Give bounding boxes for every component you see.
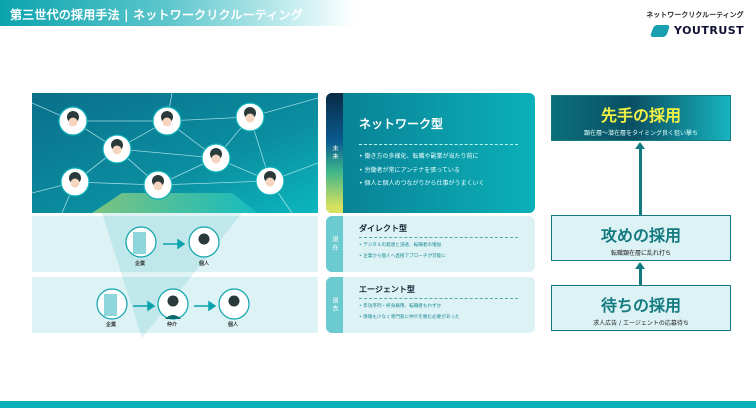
bullet: 年功序列・終身雇用、転職者もわずか bbox=[359, 302, 460, 313]
page-title: 第三世代の採用手法 | ネットワークリクルーティング bbox=[10, 8, 303, 22]
stage-aggressive: 攻めの採用転職顕在層に乱れ打ち bbox=[551, 215, 731, 261]
stage-sub: 転職顕在層に乱れ打ち bbox=[610, 250, 671, 257]
direct-row bbox=[32, 216, 318, 272]
era-label: 現在 bbox=[331, 236, 338, 252]
era-card-past: 過去 エージェント型 年功序列・終身雇用、転職者もわずか情報も少なく専門家に仲介… bbox=[326, 277, 535, 333]
bullet: 企業から個人へ直接アプローチが可能に bbox=[359, 252, 446, 263]
era-card-present: 現在 ダイレクト型 デジタルの発達と浸透、転職者の増加企業から個人へ直接アプロー… bbox=[326, 216, 535, 272]
era-title: エージェント型 bbox=[359, 285, 415, 294]
arrow-up-icon bbox=[635, 262, 645, 285]
label-individual: 個人 bbox=[228, 322, 239, 328]
bullet: デジタルの発達と浸透、転職者の増加 bbox=[359, 241, 446, 252]
era-title: ネットワーク型 bbox=[359, 117, 444, 131]
stage-title: 攻めの採用 bbox=[600, 226, 681, 245]
label-company: 企業 bbox=[106, 322, 117, 328]
stage-title: 待ちの採用 bbox=[600, 296, 681, 315]
stage-sub: 求人広告 / エージェントの応募待ち bbox=[593, 320, 689, 327]
logo-tagline: ネットワークリクルーティング bbox=[646, 11, 744, 19]
label-company: 企業 bbox=[135, 261, 146, 267]
label-agent: 仲介 bbox=[167, 322, 178, 328]
arrow-up-icon bbox=[635, 142, 645, 215]
era-title: ダイレクト型 bbox=[359, 224, 407, 233]
era-card-future: 未来 ネットワーク型 働き方の多様化、転職や副業が当たり前に労働者が常にアンテナ… bbox=[326, 93, 535, 213]
logo: ネットワークリクルーティング YOUTRUST bbox=[642, 10, 748, 37]
bullet: 情報も少なく専門家に仲介を頼む必要があった bbox=[359, 313, 459, 324]
header-bar: 第三世代の採用手法 | ネットワークリクルーティング bbox=[0, 0, 756, 26]
era-label: 過去 bbox=[331, 297, 338, 313]
bullet: 働き方の多様化、転職や副業が当たり前に bbox=[359, 150, 484, 164]
bullet: 個人と個人のつながりから仕事がうまくいく bbox=[359, 177, 484, 191]
era-label: 未来 bbox=[331, 145, 338, 161]
logo-mark-icon bbox=[649, 24, 671, 37]
network-illustration bbox=[32, 93, 318, 213]
stage-passive: 待ちの採用求人広告 / エージェントの応募待ち bbox=[551, 285, 731, 331]
label-individual: 個人 bbox=[199, 261, 210, 267]
stage-proactive: 先手の採用顕在層〜潜在層をタイミング良く狙い撃ち bbox=[551, 95, 731, 141]
stage-title: 先手の採用 bbox=[600, 106, 681, 125]
stage-sub: 顕在層〜潜在層をタイミング良く狙い撃ち bbox=[583, 130, 698, 137]
bullet: 労働者が常にアンテナを張っている bbox=[359, 164, 484, 178]
logo-name: YOUTRUST bbox=[674, 24, 745, 37]
footer-bar bbox=[0, 401, 756, 408]
